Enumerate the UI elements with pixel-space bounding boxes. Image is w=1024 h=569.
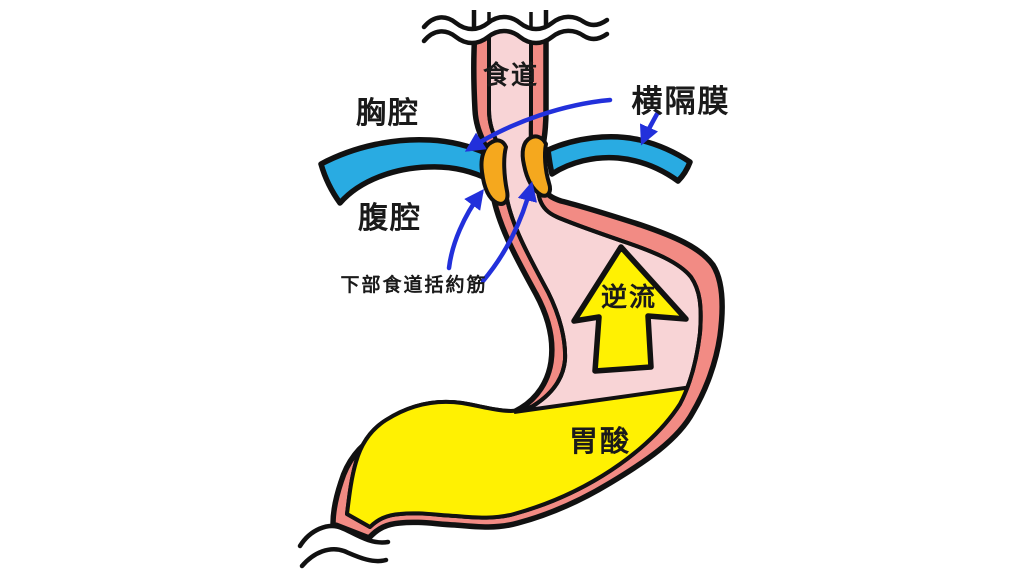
abdominal-cavity-label: 腹腔 bbox=[358, 201, 422, 236]
arrow-sphincter-left bbox=[446, 189, 484, 271]
diaphragm-band-left bbox=[318, 136, 493, 206]
diaphragm-band-right bbox=[545, 134, 693, 184]
duodenum-break bbox=[295, 523, 391, 569]
stomach-inner-outline bbox=[345, 30, 703, 529]
reflux-arrow bbox=[571, 244, 689, 374]
gastric-acid-label: 胃酸 bbox=[569, 424, 631, 458]
break-wave bbox=[299, 547, 389, 569]
break-wave bbox=[421, 28, 610, 46]
arrow-sphincter-right bbox=[480, 181, 537, 284]
arrow-diaphragm-left bbox=[464, 97, 613, 152]
les-label: 下部食道括約筋 bbox=[340, 273, 487, 296]
sphincter-right bbox=[520, 134, 552, 198]
esophagus-label: 食道 bbox=[483, 60, 539, 91]
thoracic-cavity-label: 胸腔 bbox=[356, 96, 420, 131]
break-wave bbox=[421, 14, 610, 32]
diaphragm-label: 横隔膜 bbox=[632, 84, 731, 120]
acid-surface-line bbox=[513, 383, 701, 414]
reflux-label: 逆流 bbox=[601, 282, 657, 313]
break-wave bbox=[297, 523, 391, 549]
arrow-diaphragm-right bbox=[639, 111, 660, 146]
esophagus-break bbox=[419, 8, 611, 46]
sphincter-left bbox=[479, 138, 510, 206]
